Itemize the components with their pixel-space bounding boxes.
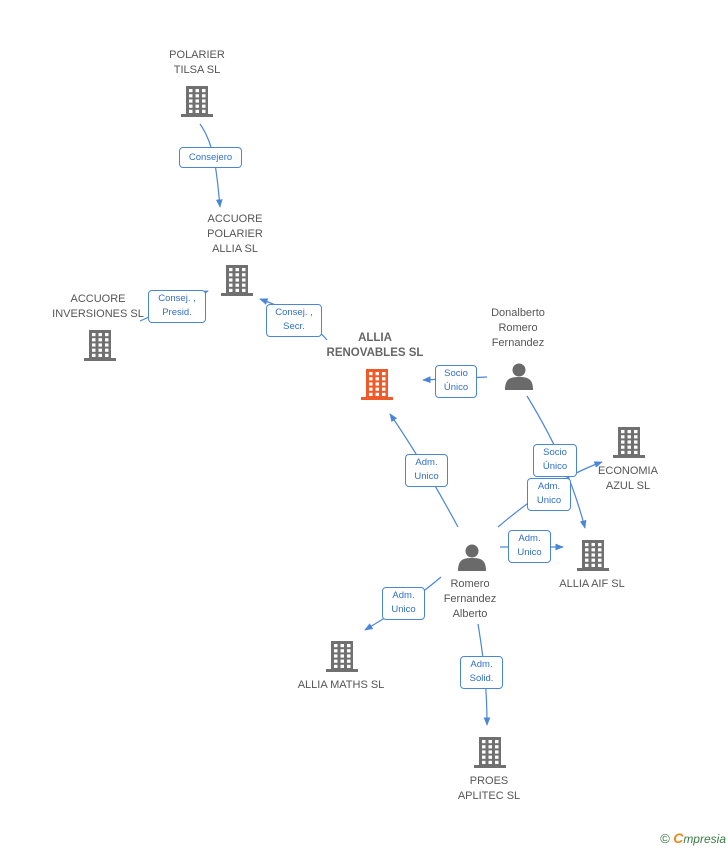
- edge-label-e10[interactable]: Adm. Solid.: [460, 656, 503, 689]
- building-icon-polarier[interactable]: [181, 86, 213, 117]
- person-icon-romero_alberto[interactable]: [458, 544, 486, 572]
- node-label-allia_aif[interactable]: ALLIA AIF SL: [559, 578, 625, 590]
- edge-label-e2[interactable]: Consej. , Presid.: [148, 290, 206, 323]
- building-icon-allia_aif[interactable]: [577, 540, 609, 571]
- building-icon-accuore_inversiones[interactable]: [84, 330, 116, 361]
- copyright-symbol: ©: [660, 831, 670, 846]
- node-label-economia_azul[interactable]: ECONOMIA AZUL SL: [598, 465, 658, 492]
- building-icon-proes[interactable]: [474, 737, 506, 768]
- node-label-accuore_inversiones[interactable]: ACCUORE INVERSIONES SL: [52, 293, 144, 320]
- edge-label-e7[interactable]: Adm. Unico: [527, 478, 571, 511]
- person-icon-donalberto[interactable]: [505, 363, 533, 391]
- node-label-polarier[interactable]: POLARIER TILSA SL: [169, 49, 225, 76]
- building-icon-allia_maths[interactable]: [326, 641, 358, 672]
- node-label-allia_renovables[interactable]: ALLIA RENOVABLES SL: [326, 332, 424, 359]
- edge-label-e1[interactable]: Consejero: [179, 147, 242, 168]
- node-label-donalberto[interactable]: Donalberto Romero Fernandez: [491, 307, 545, 349]
- edge-label-e9[interactable]: Adm. Unico: [382, 587, 425, 620]
- logo-text: mpresia: [683, 832, 726, 846]
- node-label-romero_alberto[interactable]: Romero Fernandez Alberto: [443, 578, 497, 620]
- edge-label-e3[interactable]: Consej. , Secr.: [266, 304, 322, 337]
- building-icon-economia_azul[interactable]: [613, 427, 645, 458]
- edge-label-e5[interactable]: Socio Único: [533, 444, 577, 477]
- empresia-logo[interactable]: © Cmpresia: [660, 830, 726, 846]
- building-icon-allia_renovables[interactable]: [361, 369, 393, 400]
- logo-letter: C: [673, 830, 684, 846]
- node-label-allia_maths[interactable]: ALLIA MATHS SL: [297, 679, 385, 691]
- edge-label-e8[interactable]: Adm. Unico: [508, 530, 551, 563]
- node-label-accuore_polarier[interactable]: ACCUORE POLARIER ALLIA SL: [207, 213, 263, 255]
- edge-label-e6[interactable]: Adm. Unico: [405, 454, 448, 487]
- building-icon-accuore_polarier[interactable]: [221, 265, 253, 296]
- edge-label-e4[interactable]: Socio Único: [435, 365, 477, 398]
- node-label-proes[interactable]: PROES APLITEC SL: [457, 775, 521, 802]
